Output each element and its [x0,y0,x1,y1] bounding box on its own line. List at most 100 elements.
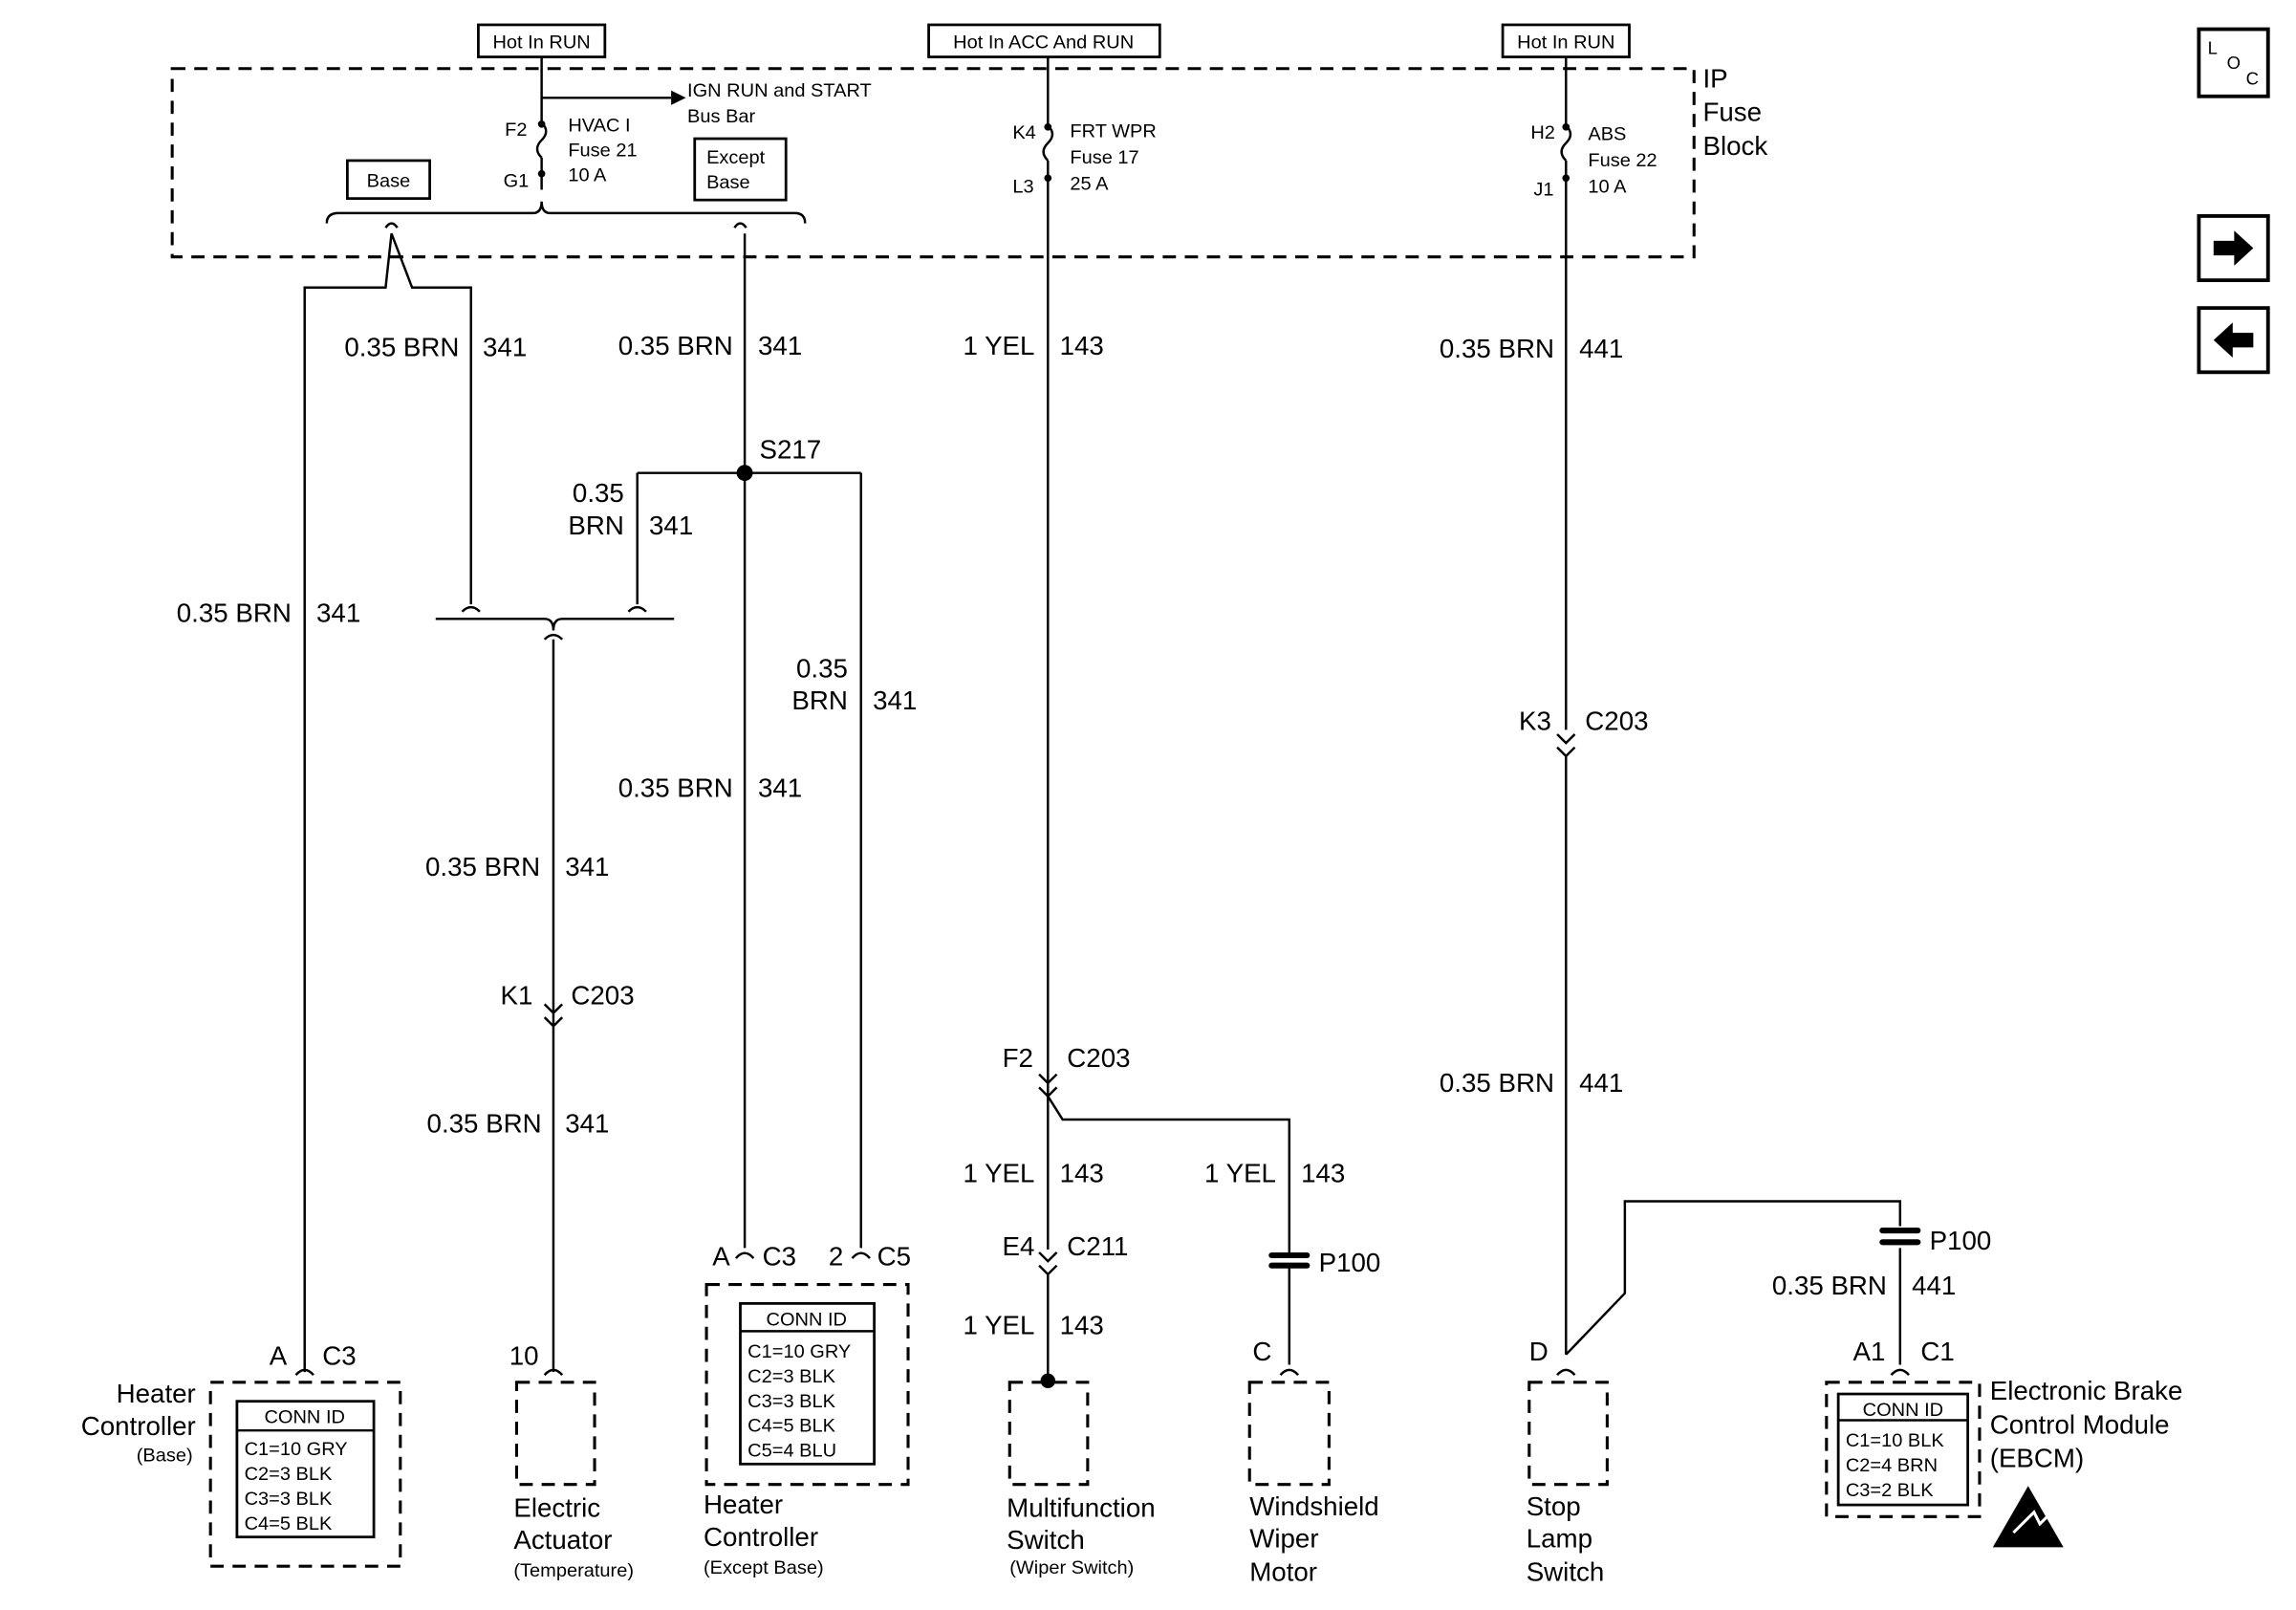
conn-id-row: C1=10 GRY [245,1439,348,1460]
wire-circuit-label: 441 [1579,1068,1623,1098]
fuse-number: Fuse 17 [1070,147,1138,168]
arrow-left-icon [2213,322,2254,359]
wire-color-label: 0.35 BRN [618,773,733,803]
fuse-21-hvac: F2 G1 HVAC I Fuse 21 10 A [504,56,638,191]
fuse-name: FRT WPR [1070,121,1156,142]
component-subtitle: (Base) [137,1445,193,1466]
fuse-pin: J1 [1533,180,1553,201]
wire-color-label: 0.35 BRN [1440,334,1554,363]
component-stop-lamp-switch: D Stop Lamp Switch [1527,1337,1609,1587]
fuse-name: HVAC I [568,115,630,136]
component-electric-actuator: 10 Electric Actuator (Temperature) [509,1341,634,1581]
option-brace-top [325,201,807,224]
next-page-button[interactable] [2197,214,2270,283]
esd-sensitive-icon [1992,1486,2064,1548]
component-connector: C3 [763,1242,796,1272]
wire-circuit-label: 143 [1060,1311,1104,1340]
power-source-hot-in-run-1: Hot In RUN [477,23,607,58]
wire-circuit-label: 143 [1060,1159,1104,1188]
conn-id-row: C3=3 BLK [245,1489,333,1510]
conn-id-row: C1=10 BLK [1846,1430,1945,1451]
fuse-name: ABS [1588,124,1626,145]
wire-color-label: 1 YEL [1204,1159,1276,1188]
component-pin: 10 [509,1341,539,1371]
option-label-except-base: Except Base [693,137,788,202]
connector-id: C211 [1067,1231,1128,1261]
component-name: Motor [1249,1557,1317,1587]
fuse-block-title: IP [1702,64,1727,94]
conn-id-header: CONN ID [1863,1400,1943,1421]
conn-id-header: CONN ID [264,1407,344,1428]
conn-id-row: C1=10 GRY [747,1341,851,1362]
component-name: Stop [1527,1491,1581,1521]
fuse-pin: L3 [1012,177,1033,198]
component-name: Control Module [1990,1409,2170,1439]
fuse-amps: 10 A [1588,177,1627,198]
fuse-22-abs: H2 J1 ABS Fuse 22 10 A [1530,56,1657,730]
wire-color-label: 0.35 BRN [425,852,540,881]
splice-label: S217 [760,435,822,465]
p100-inline-connector-wiper: P100 [1268,1248,1380,1277]
component-name: Controller [81,1411,196,1441]
wire-color-label: 0.35 BRN [344,333,459,362]
wire-circuit-label: 341 [316,598,360,627]
p100-inline-connector-ebcm: P100 [1879,1226,1991,1255]
connector-id: C203 [1585,706,1648,735]
wire-circuit-label: 143 [1060,331,1104,360]
wire-circuit-label: 143 [1301,1159,1345,1188]
fuse-pin: H2 [1530,122,1555,143]
component-name: Switch [1527,1557,1605,1587]
component-name: Heater [704,1490,783,1519]
power-source-hot-in-run-2: Hot In RUN [1501,23,1631,58]
wire-color-label: 0.35 [796,654,848,684]
component-name: Lamp [1527,1523,1592,1553]
conn-id-header: CONN ID [767,1309,847,1330]
component-name: (EBCM) [1990,1443,2084,1472]
component-pin: A [270,1341,288,1371]
component-name: Windshield [1249,1491,1378,1521]
fuse-17-front-wiper: K4 L3 FRT WPR Fuse 17 25 A [1012,56,1157,1102]
conn-id-row: C2=3 BLK [747,1366,835,1387]
fuse-amps: 25 A [1070,174,1109,195]
option-text: Base [706,172,750,193]
component-name: Heater [117,1379,196,1408]
fuse-block-title: Fuse [1702,98,1762,127]
location-button[interactable]: L O C [2197,27,2270,98]
component-connector: C5 [877,1242,911,1272]
connector-id: C203 [571,981,634,1011]
fuse-number: Fuse 21 [568,140,637,161]
connector-pin: K1 [501,981,533,1011]
component-heater-controller-except-base: A C3 2 C5 CONN ID C1=10 GRY C2=3 BLK C3=… [704,1242,911,1578]
abs-branch-wiring [1556,733,1902,1365]
component-name: Multifunction [1007,1492,1155,1522]
component-pin: C [1252,1337,1271,1366]
component-pin: 2 [829,1242,843,1272]
component-name: Wiper [1249,1523,1318,1553]
connector-id: C203 [1067,1043,1130,1073]
conn-id-row: C5=4 BLU [747,1441,836,1462]
connector-k1-c203: K1 C203 [501,981,635,1029]
wire-circuit-label: 341 [565,1109,609,1139]
connector-e4-c211: E4 C211 [1003,1231,1129,1261]
component-ebcm: A1 C1 CONN ID C1=10 BLK C2=4 BRN C3=2 BL… [1825,1337,2182,1548]
arrow-right-icon [2213,230,2254,266]
fuse-amps: 10 A [568,164,607,185]
component-name: Switch [1007,1525,1085,1555]
connector-f2-c203: F2 C203 [1003,1043,1131,1073]
wire-circuit-label: 341 [758,773,802,803]
component-subtitle: (Wiper Switch) [1009,1557,1134,1578]
conn-id-row: C2=4 BRN [1846,1455,1938,1476]
component-pin: A1 [1853,1337,1886,1366]
wiper-branch-wiring [1038,1073,1291,1388]
previous-page-button[interactable] [2197,306,2270,375]
wire-color-label: 0.35 BRN [1772,1271,1887,1300]
ip-fuse-block-outline [170,67,1696,259]
wire-circuit-label: 341 [649,511,693,540]
component-name: Electric [513,1492,600,1522]
base-branch-wiring [303,232,746,1373]
fuse-pin: F2 [505,120,527,141]
component-pin: D [1529,1337,1549,1366]
component-name: Controller [704,1522,818,1552]
bus-bar-label: Bus Bar [687,106,756,127]
